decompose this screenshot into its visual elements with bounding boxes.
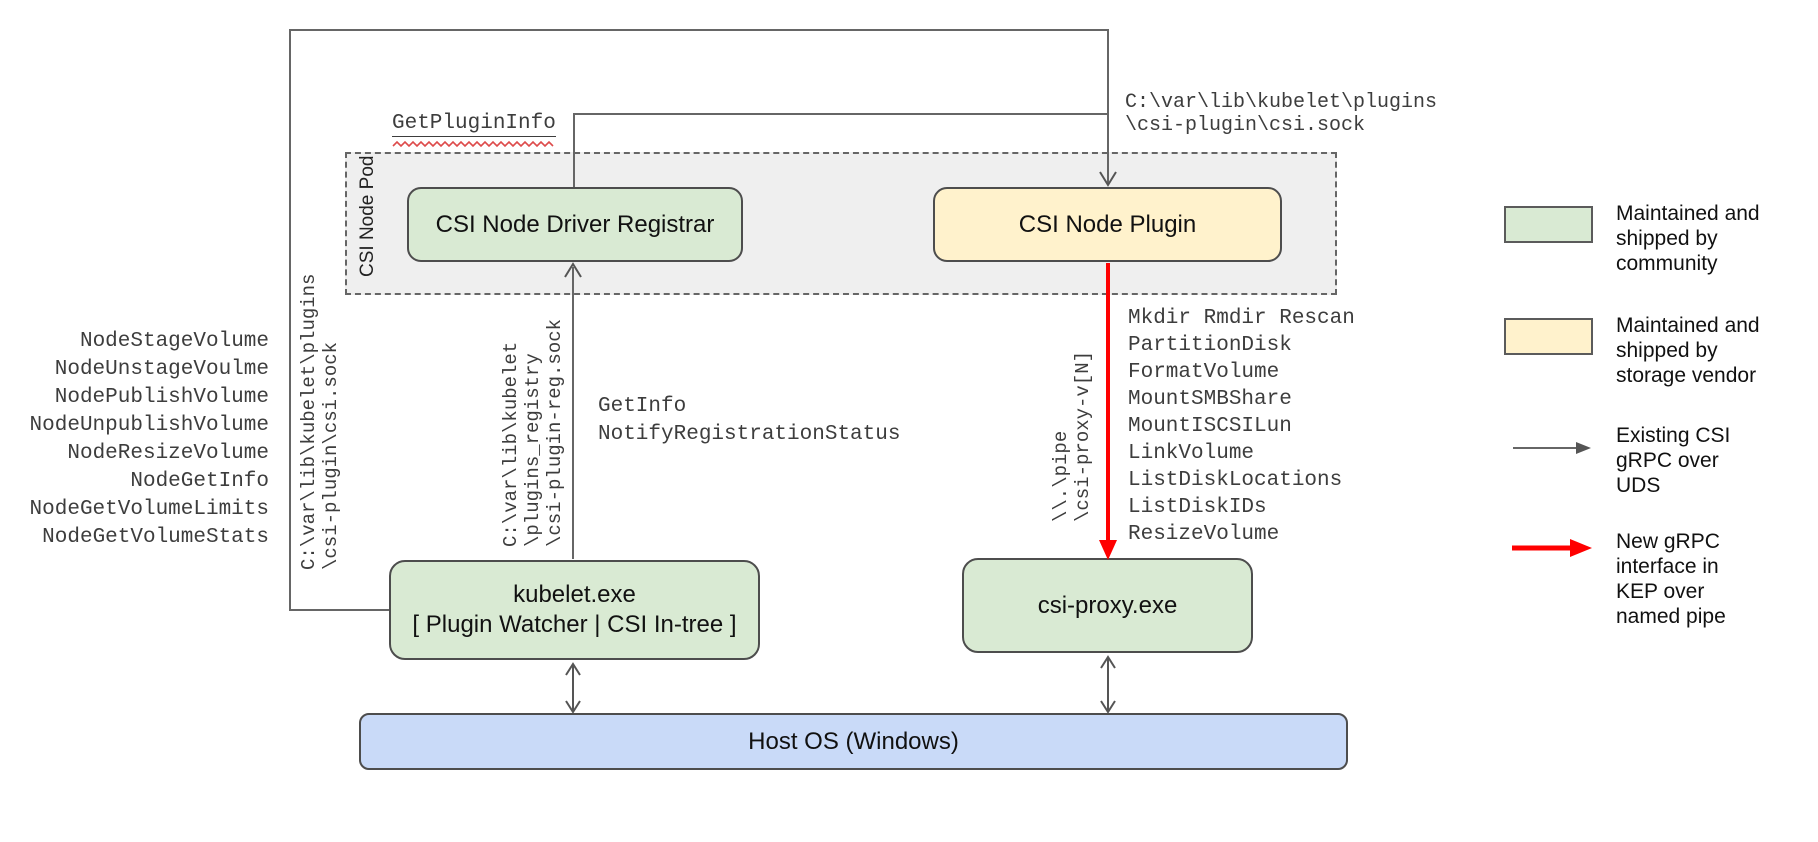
csi-proxy-box: csi-proxy.exe [962, 558, 1253, 653]
node-method: NodeUnpublishVolume [29, 414, 269, 437]
csi-node-plugin-box: CSI Node Plugin [933, 187, 1282, 262]
node-method: NodeResizeVolume [67, 442, 269, 465]
csi-sock-path-top-label: C:\var\lib\kubelet\plugins\csi-plugin\cs… [1125, 91, 1437, 137]
kubelet-label-line1: kubelet.exe [513, 581, 636, 608]
proxy-method: Mkdir Rmdir Rescan [1128, 307, 1355, 330]
path-line: \csi-proxy-v[N] [1072, 350, 1094, 522]
proxy-method: MountISCSILun [1128, 415, 1292, 438]
arrowhead-down-icon [1100, 700, 1116, 714]
path-line: C:\var\lib\kubelet\plugins [298, 273, 320, 570]
rpc-call: GetInfo [598, 395, 687, 418]
proxy-method: MountSMBShare [1128, 388, 1292, 411]
kubelet-label-line2: [ Plugin Watcher | CSI In-tree ] [412, 611, 737, 638]
csi-proxy-label: csi-proxy.exe [1037, 591, 1178, 619]
arrowhead-up-icon [565, 662, 581, 676]
path-line: \csi-plugin\csi.sock [1125, 114, 1366, 137]
legend-line: Maintained and [1616, 202, 1760, 225]
legend-vendor-text: Maintained and shipped by storage vendor [1616, 313, 1760, 388]
legend-line: UDS [1616, 474, 1661, 497]
legend-vendor-swatch [1504, 318, 1593, 355]
legend-red-arrow-icon [1512, 539, 1592, 557]
legend-new-grpc-text: New gRPC interface in KEP over named pip… [1616, 529, 1726, 629]
csi-node-driver-registrar-box: CSI Node Driver Registrar [407, 187, 743, 262]
legend-line: Maintained and [1616, 314, 1760, 337]
kubelet-hostos-double-arrow [565, 662, 581, 714]
csi-sock-path-left-label: C:\var\lib\kubelet\plugins\csi-plugin\cs… [298, 274, 342, 570]
legend-gray-arrow-icon [1513, 442, 1591, 454]
path-line: C:\var\lib\kubelet [500, 341, 522, 547]
legend-existing-grpc-text: Existing CSI gRPC over UDS [1616, 423, 1730, 498]
legend-line: New gRPC [1616, 530, 1720, 553]
proxy-method: ListDiskIDs [1128, 496, 1267, 519]
legend-line: storage vendor [1616, 364, 1757, 387]
legend-red-arrowhead-icon [1570, 539, 1592, 557]
legend-community-text: Maintained and shipped by community [1616, 201, 1760, 276]
proxy-method: PartitionDisk [1128, 334, 1292, 357]
node-method: NodeUnstageVoulme [54, 358, 269, 381]
node-method: NodeStageVolume [79, 330, 269, 353]
legend-line: community [1616, 252, 1718, 275]
path-line: \csi-plugin-reg.sock [544, 318, 566, 547]
proxy-method: ListDiskLocations [1128, 469, 1343, 492]
get-plugin-info-label: GetPluginInfo [392, 112, 556, 137]
spellcheck-squiggle-icon [392, 140, 554, 148]
arrowhead-down-icon [565, 700, 581, 714]
host-os-box: Host OS (Windows) [359, 713, 1348, 770]
legend-line: gRPC over [1616, 449, 1719, 472]
path-line: C:\var\lib\kubelet\plugins [1125, 91, 1438, 114]
csi-node-driver-registrar-label: CSI Node Driver Registrar [435, 210, 715, 238]
csi-node-pod-label: CSI Node Pod [357, 155, 378, 277]
node-method: NodePublishVolume [54, 386, 269, 409]
legend-gray-arrowhead-icon [1576, 442, 1591, 454]
kubelet-to-registrar-arrow [564, 262, 582, 559]
legend-line: Existing CSI [1616, 424, 1731, 447]
proxy-method: LinkVolume [1128, 442, 1255, 465]
node-method: NodeGetVolumeStats [42, 526, 269, 549]
arrowhead-up-icon [1100, 655, 1116, 669]
path-line: \\.\pipe [1050, 430, 1072, 522]
plugin-to-proxy-red-arrow [1099, 263, 1117, 560]
node-method: NodeGetVolumeLimits [29, 498, 269, 521]
kubelet-box: kubelet.exe [ Plugin Watcher | CSI In-tr… [389, 560, 760, 660]
legend-line: KEP over [1616, 580, 1705, 603]
red-arrowhead-down-icon [1099, 540, 1117, 560]
rpc-call: NotifyRegistrationStatus [598, 423, 901, 446]
legend-line: interface in [1616, 555, 1719, 578]
legend-line: named pipe [1616, 605, 1726, 628]
path-line: \csi-plugin\csi.sock [320, 341, 342, 570]
node-method: NodeGetInfo [130, 470, 269, 493]
legend-community-swatch [1504, 206, 1593, 243]
proxy-hostos-double-arrow [1100, 655, 1116, 714]
path-line: \plugins_registry [522, 353, 544, 547]
csi-node-plugin-label: CSI Node Plugin [1018, 210, 1197, 238]
proxy-method: FormatVolume [1128, 361, 1280, 384]
host-os-label: Host OS (Windows) [748, 727, 959, 755]
legend-line: shipped by [1616, 339, 1718, 362]
legend-line: shipped by [1616, 227, 1718, 250]
registry-sock-path-label: C:\var\lib\kubelet\plugins_registry\csi-… [500, 319, 566, 547]
proxy-method: ResizeVolume [1128, 523, 1280, 546]
pipe-path-label: \\.\pipe\csi-proxy-v[N] [1050, 351, 1094, 522]
